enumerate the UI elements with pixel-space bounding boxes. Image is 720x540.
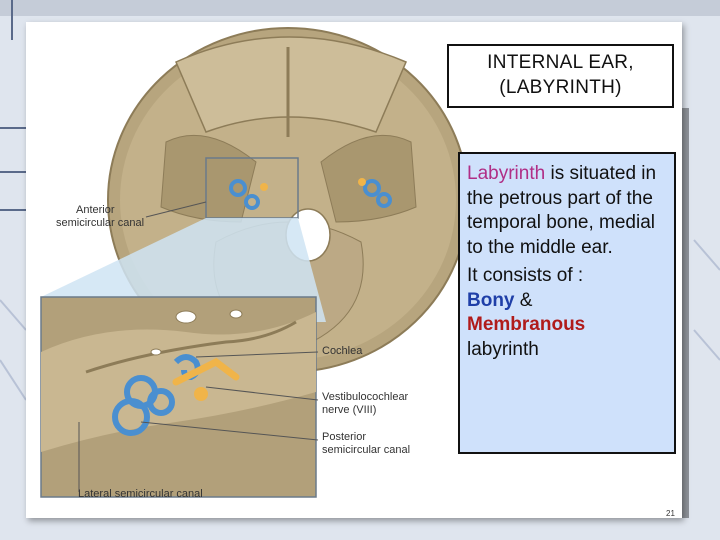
label-cochlea: Cochlea [322, 345, 363, 357]
label-posterior-semicircular-canal: Posterior semicircular canal [322, 431, 410, 457]
slide-edge-shadow [682, 108, 689, 518]
enlarged-inset [40, 296, 317, 498]
posterior-canal-inset [112, 398, 150, 436]
labyrinth-first-letter: L [467, 163, 478, 184]
info-paragraph-1: Labyrinth is situated in the petrous par… [467, 162, 668, 260]
info-sentence2-end: labyrinth [467, 338, 539, 360]
skull-base-illustration [40, 27, 469, 498]
label-anterior-semicircular-canal: Anterior semicircular canal [56, 204, 144, 230]
labyrinth-word-rest: abyrinth [477, 163, 546, 184]
slide-number: 21 [666, 509, 675, 518]
membranous-term: Membranous [467, 314, 586, 335]
title-line2: (LABYRINTH) [499, 77, 622, 98]
bony-term: Bony [467, 289, 515, 311]
slide: Anterior semicircular canal Cochlea Vest… [26, 22, 682, 518]
label-anterior-line1: Anterior [76, 204, 115, 216]
info-sentence2-start: It consists of : [467, 265, 584, 286]
label-vestibulo-line1: Vestibulocochlear [322, 391, 409, 403]
info-box: Labyrinth is situated in the petrous par… [458, 152, 676, 454]
label-vestibulo-line2: nerve (VIII) [322, 404, 377, 416]
title-box: INTERNAL EAR, (LABYRINTH) [447, 44, 674, 108]
label-lateral-semicircular-canal: Lateral semicircular canal [78, 488, 203, 500]
label-anterior-line2: semicircular canal [56, 217, 145, 229]
label-posterior-line2: semicircular canal [322, 444, 411, 456]
label-vestibulocochlear-nerve: Vestibulocochlear nerve (VIII) [322, 391, 408, 417]
info-sentence1-rest: is situated in the petrous part of the t… [467, 163, 657, 258]
info-paragraph-2: It consists of : Bony & Membranous labyri… [467, 264, 668, 362]
lateral-canal-inset [147, 388, 175, 416]
title-line1: INTERNAL EAR, [487, 52, 634, 74]
ampersand: & [514, 289, 533, 311]
label-posterior-line1: Posterior [322, 431, 367, 443]
